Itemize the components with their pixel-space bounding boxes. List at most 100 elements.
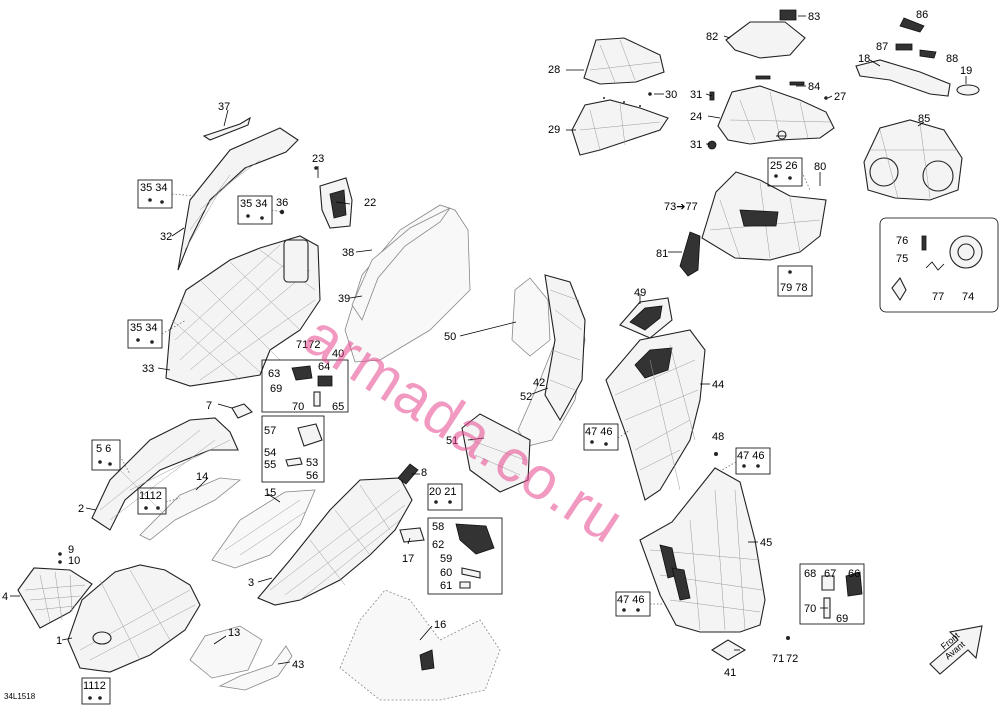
group-label-63: 63 xyxy=(268,368,280,380)
group-box-1112-a xyxy=(137,487,167,515)
callout-30: 30 xyxy=(665,89,677,101)
part-42 xyxy=(544,274,586,422)
group-label-47-46-a: 47 46 xyxy=(585,426,613,438)
callout-29: 29 xyxy=(548,124,560,136)
callout-7271: 7172 xyxy=(296,339,320,351)
group-label-58: 58 xyxy=(432,521,444,533)
group-label-66: 66 xyxy=(848,568,860,580)
callout-52: 52 xyxy=(520,391,532,403)
part-32 xyxy=(177,127,299,271)
group-label-69: 69 xyxy=(836,613,848,625)
part-82 xyxy=(725,21,806,59)
group-label-79-78: 79 78 xyxy=(780,282,808,294)
group-label-64: 64 xyxy=(318,361,330,373)
group-box-47-46-a xyxy=(583,423,619,451)
part-38 xyxy=(344,204,471,363)
callout-70-a: 70 xyxy=(292,401,304,413)
group-label-61: 61 xyxy=(440,580,452,592)
part-37 xyxy=(202,116,251,141)
callout-50: 50 xyxy=(444,331,456,343)
callout-1: 1 xyxy=(56,635,62,647)
group-box-58-62 xyxy=(427,517,503,595)
callout-17: 17 xyxy=(402,553,414,565)
part-41 xyxy=(710,639,747,661)
group-label-68: 68 xyxy=(804,568,816,580)
callout-15: 15 xyxy=(264,487,276,499)
callout-71: 71 xyxy=(772,653,784,665)
part-81 xyxy=(679,231,701,277)
part-8 xyxy=(397,463,419,485)
group-box-5-6 xyxy=(91,439,121,471)
callout-77: 77 xyxy=(932,291,944,303)
group-box-40 xyxy=(261,359,349,413)
callout-23: 23 xyxy=(312,153,324,165)
group-box-79-78 xyxy=(777,265,813,297)
group-box-47-46-b xyxy=(735,447,771,475)
group-label-62: 62 xyxy=(432,539,444,551)
part-16 xyxy=(339,589,501,701)
callout-32: 32 xyxy=(160,231,172,243)
callout-36: 36 xyxy=(276,197,288,209)
part-29 xyxy=(571,99,669,156)
part-15 xyxy=(211,489,316,569)
group-label-47-46-b: 47 46 xyxy=(737,450,765,462)
fastener-dots xyxy=(58,92,828,700)
callout-69: 69 xyxy=(270,383,282,395)
callout-87: 87 xyxy=(876,41,888,53)
callout-86: 86 xyxy=(916,9,928,21)
part-2 xyxy=(91,417,239,531)
callout-13: 13 xyxy=(228,627,240,639)
callout-4: 4 xyxy=(2,591,8,603)
group-label-9: 9 xyxy=(68,544,74,556)
group-label-57: 57 xyxy=(264,425,276,437)
group-box-53-57 xyxy=(261,415,325,483)
callout-37: 37 xyxy=(218,101,230,113)
group-label-1112-b: 1112 xyxy=(83,680,106,692)
callout-31-a: 31 xyxy=(690,89,702,101)
callout-51: 51 xyxy=(446,435,458,447)
part-50 xyxy=(511,277,551,357)
group-box-66-70 xyxy=(799,563,865,625)
group-label-1112-a: 1112 xyxy=(139,490,162,502)
front-direction-arrow: Front Avant xyxy=(929,625,983,675)
callout-33: 33 xyxy=(142,363,154,375)
callout-41: 41 xyxy=(724,667,736,679)
callout-8: 8 xyxy=(421,467,427,479)
part-45 xyxy=(639,467,766,633)
inset-box-74-77 xyxy=(879,217,999,313)
group-label-20-21: 20 21 xyxy=(429,486,457,498)
callout-38: 38 xyxy=(342,247,354,259)
callout-28: 28 xyxy=(548,64,560,76)
group-label-54: 54 xyxy=(264,447,276,459)
group-label-55: 55 xyxy=(264,459,276,471)
callout-40: 40 xyxy=(332,348,344,360)
part-39 xyxy=(351,207,451,321)
callout-65: 65 xyxy=(332,401,344,413)
callout-43: 43 xyxy=(292,659,304,671)
callout-73-77: 73➔77 xyxy=(664,201,698,213)
part-3 xyxy=(257,477,413,606)
part-1 xyxy=(67,564,201,673)
part-28 xyxy=(583,37,665,85)
group-label-60: 60 xyxy=(440,567,452,579)
callout-84: 84 xyxy=(808,81,820,93)
callout-49: 49 xyxy=(634,287,646,299)
callout-22: 22 xyxy=(364,197,376,209)
callout-27: 27 xyxy=(834,91,846,103)
callout-70-b: 70 xyxy=(804,603,816,615)
group-label-10: 10 xyxy=(68,555,80,567)
group-label-35-34-c: 35 34 xyxy=(130,322,158,334)
callout-74: 74 xyxy=(962,291,974,303)
group-label-35-34-a: 35 34 xyxy=(140,182,168,194)
part-7 xyxy=(231,403,253,419)
callout-42: 42 xyxy=(533,377,545,389)
callout-80: 80 xyxy=(814,161,826,173)
callout-39: 39 xyxy=(338,293,350,305)
group-label-67: 67 xyxy=(824,568,836,580)
callout-14: 14 xyxy=(196,471,208,483)
callout-75: 75 xyxy=(896,253,908,265)
callout-82: 82 xyxy=(706,31,718,43)
group-label-53: 53 xyxy=(306,457,318,469)
